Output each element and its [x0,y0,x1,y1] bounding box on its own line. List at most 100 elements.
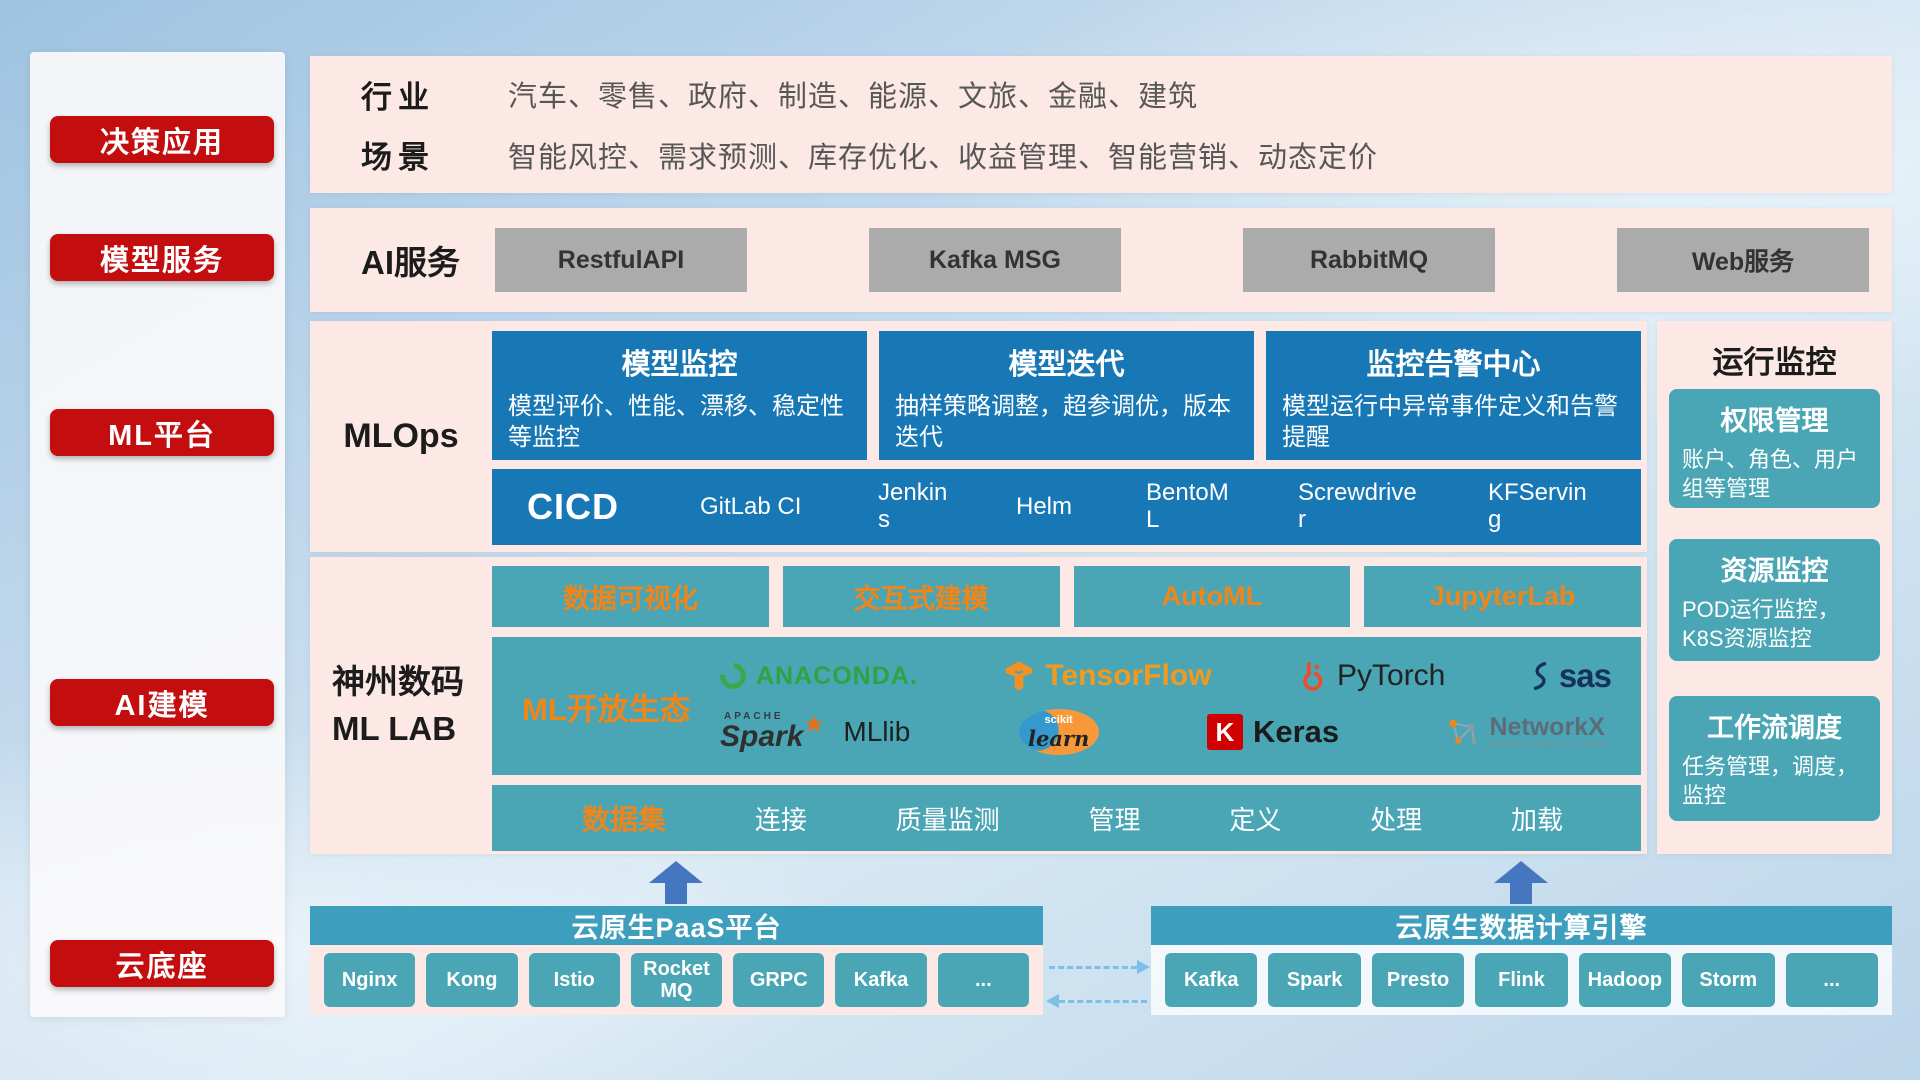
cicd-tool-screwdriver[interactable]: Screwdriver [1298,479,1417,533]
cicd-tool-bentoml[interactable]: BentoML [1146,479,1229,533]
mllab-label-line1: 神州数码 [332,663,464,701]
cicd-tool-gitlab-ci[interactable]: GitLab CI [700,492,802,520]
engine-storm-button[interactable]: Storm [1682,953,1775,1007]
mllab-label: 神州数码 ML LAB [310,557,492,854]
kafka-button[interactable]: Kafka [835,953,927,1007]
sas-icon [1533,661,1547,691]
mllab-tool-buttons: 数据可视化 交互式建模 AutoML JupyterLab [492,566,1641,627]
permission-management-desc: 账户、角色、用户组等管理 [1682,447,1859,501]
data-engine-items: Kafka Spark Presto Flink Hadoop Storm ..… [1151,945,1892,1015]
anaconda-logo: ANACONDA. [714,657,918,695]
industry-label: 行业 [361,79,435,115]
rabbitmq-button[interactable]: RabbitMQ [1243,228,1495,292]
rocketmq-button[interactable]: RocketMQ [630,953,723,1007]
sidebar-item-ai-modeling[interactable]: AI建模 [50,679,274,726]
jupyterlab-button[interactable]: JupyterLab [1364,566,1641,627]
networkx-logo: NetworkX Network Analysis in Python [1447,714,1611,750]
dataset-item-quality[interactable]: 质量监测 [895,804,1000,835]
sas-label: sas [1558,657,1612,694]
ml-ecosystem-box: ML开放生态 ANACONDA. TensorFlow [492,637,1641,775]
engine-spark-button[interactable]: Spark [1268,953,1361,1007]
model-monitoring-desc: 模型评价、性能、漂移、稳定性等监控 [508,393,844,452]
permission-management-title: 权限管理 [1720,406,1829,436]
istio-button[interactable]: Istio [528,953,620,1007]
web-service-button[interactable]: Web服务 [1617,228,1869,292]
engine-more-button[interactable]: ... [1785,953,1878,1007]
monitoring-title: 运行监控 [1712,345,1837,380]
learn-label: learn [1027,726,1090,751]
cicd-tool-kfserving[interactable]: KFServing [1488,479,1587,533]
engine-hadoop-button[interactable]: Hadoop [1578,953,1672,1007]
sidebar-item-model-service[interactable]: 模型服务 [50,234,274,281]
cicd-bar: CICD GitLab CI Jenkins Helm BentoML Scre… [492,469,1641,545]
dataset-item-define[interactable]: 定义 [1229,804,1282,835]
dataset-label: 数据集 [582,804,667,835]
grpc-button[interactable]: GRPC [733,953,825,1007]
networkx-icon [1449,719,1477,745]
dataset-item-connect[interactable]: 连接 [754,804,807,835]
cicd-tool-helm[interactable]: Helm [1016,492,1073,520]
alert-center-card: 监控告警中心 模型运行中异常事件定义和告警提醒 [1266,331,1641,460]
scikit-learn-logo: scikit learn [1018,709,1099,755]
logo-row-1: ANACONDA. TensorFlow PyTorch [694,657,1637,695]
keras-label: Keras [1252,714,1340,749]
resource-monitoring-card: 资源监控 POD运行监控，K8S资源监控 [1669,539,1880,661]
pytorch-icon [1303,662,1323,691]
up-arrow-left [649,861,703,904]
sidebar-item-ml-platform[interactable]: ML平台 [50,409,274,456]
industry-scenario-panel: 行业 汽车、零售、政府、制造、能源、文旅、金融、建筑 场景 智能风控、需求预测、… [310,56,1892,193]
pytorch-logo: PyTorch [1297,659,1445,693]
resource-monitoring-title: 资源监控 [1720,556,1829,586]
kafka-msg-button[interactable]: Kafka MSG [869,228,1121,292]
ai-service-buttons: RestfulAPI Kafka MSG RabbitMQ Web服务 [495,228,1869,292]
paas-more-button[interactable]: ... [937,953,1029,1007]
automl-button[interactable]: AutoML [1073,566,1351,627]
sidebar-item-decision-apps[interactable]: 决策应用 [50,116,274,163]
keras-icon: K [1206,714,1243,750]
workflow-scheduling-desc: 任务管理，调度，监控 [1682,754,1859,808]
engine-flink-button[interactable]: Flink [1475,953,1568,1007]
engine-kafka-button[interactable]: Kafka [1165,953,1258,1007]
spark-wordmark: APACHE Spark [720,712,824,753]
logo-grid: ANACONDA. TensorFlow PyTorch [694,637,1641,775]
ml-ecosystem-label: ML开放生态 [522,691,691,727]
resource-monitoring-desc: POD运行监控，K8S资源监控 [1682,597,1840,651]
engine-presto-button[interactable]: Presto [1371,953,1465,1007]
dashed-arrow-left-line [1059,1000,1147,1003]
pytorch-label: PyTorch [1337,659,1446,692]
dataset-item-process[interactable]: 处理 [1370,804,1423,835]
model-monitoring-card: 模型监控 模型评价、性能、漂移、稳定性等监控 [492,331,867,460]
cicd-tool-jenkins[interactable]: Jenkins [878,479,948,533]
anaconda-label: ANACONDA. [756,661,918,690]
nginx-button[interactable]: Nginx [324,953,416,1007]
model-iteration-card: 模型迭代 抽样策略调整，超参调优，版本迭代 [879,331,1254,460]
paas-items: Nginx Kong Istio RocketMQ GRPC Kafka ... [310,945,1043,1015]
dataset-item-manage[interactable]: 管理 [1088,804,1141,835]
interactive-modeling-button[interactable]: 交互式建模 [782,566,1060,627]
mlops-label: MLOps [343,417,459,455]
spark-mllib-logo: APACHE Spark MLlib [720,712,910,752]
industry-values: 汽车、零售、政府、制造、能源、文旅、金融、建筑 [508,81,1199,114]
dataset-item-load[interactable]: 加载 [1510,804,1563,835]
up-arrow-stem [1510,883,1532,904]
scenario-values: 智能风控、需求预测、库存优化、收益管理、智能营销、动态定价 [508,141,1379,174]
spark-label: Spark [720,720,804,753]
mllab-label-line2: ML LAB [332,709,457,747]
up-arrow-stem [665,883,687,904]
permission-management-card: 权限管理 账户、角色、用户组等管理 [1669,389,1880,508]
up-arrow-head [649,861,703,883]
networkx-label: NetworkX [1489,713,1605,742]
up-arrow-right [1494,861,1548,904]
dashed-arrow-right-line [1049,966,1137,969]
data-engine-title-bar: 云原生数据计算引擎 [1151,906,1892,945]
sidebar-item-cloud-base[interactable]: 云底座 [50,940,274,987]
restfulapi-button[interactable]: RestfulAPI [495,228,747,292]
data-visualization-button[interactable]: 数据可视化 [492,566,769,627]
workflow-scheduling-title: 工作流调度 [1707,713,1842,743]
kong-button[interactable]: Kong [426,953,518,1007]
scenario-row: 场景 智能风控、需求预测、库存优化、收益管理、智能营销、动态定价 [361,132,1892,177]
alert-center-desc: 模型运行中异常事件定义和告警提醒 [1282,393,1618,452]
networkx-subtitle: Network Analysis in Python [1489,739,1611,750]
anaconda-icon [714,657,752,695]
